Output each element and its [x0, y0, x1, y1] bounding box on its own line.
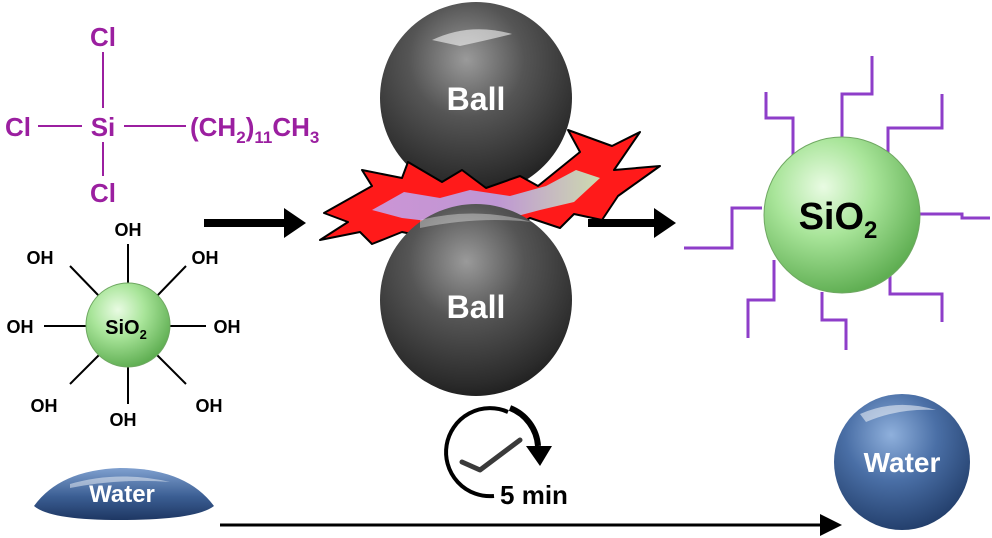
arrow-bottom-head [820, 514, 842, 536]
alkyl-chain: (CH2)11CH3 [190, 112, 319, 147]
chain-5 [920, 212, 990, 220]
sio2-label-large: SiO2 [799, 196, 878, 244]
chain-3 [886, 94, 944, 160]
timer-label: 5 min [500, 480, 568, 510]
chain-sub-3: 3 [310, 128, 319, 147]
check-mark-icon [459, 437, 523, 473]
water-droplet-flat [34, 468, 214, 520]
water-droplet-sphere-shine [860, 404, 936, 422]
chain-7 [820, 292, 848, 350]
clock-arc-arrow [508, 405, 541, 447]
arrow-left-head [284, 208, 306, 238]
ball-bottom-highlight [420, 213, 532, 228]
ball-top [380, 2, 572, 194]
chain-6 [746, 260, 776, 338]
oh-group-top-right: OH [192, 248, 219, 268]
water-droplet-flat-shine [70, 476, 170, 488]
clock-check-icon [444, 406, 509, 499]
oh-group-top: OH [115, 220, 142, 240]
modified-particle: SiO2 [684, 56, 990, 350]
oh-group-bottom-right: OH [196, 396, 223, 416]
oh-group-right: OH [214, 317, 241, 337]
chain-sub-2: 2 [236, 128, 245, 147]
ball-top-label: Ball [447, 81, 506, 117]
ball-top-highlight [432, 29, 512, 46]
sio2-sphere-small [85, 282, 171, 368]
chain-mid: ) [246, 112, 255, 142]
oh-group-bottom-left: OH [31, 396, 58, 416]
oh-group-top-left: OH [27, 248, 54, 268]
water-before-label: Water [89, 481, 155, 508]
silane-structure: Cl Cl Si Cl (CH2)11CH3 [5, 22, 319, 208]
atom-cl-left: Cl [5, 112, 31, 142]
ball-bottom-label: Ball [447, 289, 506, 325]
oh-group-bottom: OH [110, 410, 137, 430]
chain-2 [840, 56, 874, 148]
water-after-label: Water [864, 447, 941, 478]
ball-bottom [380, 204, 572, 396]
process-arrows [204, 208, 842, 536]
clock-arrow-head [526, 446, 552, 466]
chain-sub-11: 11 [254, 128, 272, 147]
sio2-sphere-large [763, 136, 921, 294]
impact-core [372, 170, 600, 222]
sio2-label-small: SiO2 [105, 317, 147, 342]
chain-8 [888, 268, 944, 322]
water-droplet-sphere [834, 394, 970, 530]
atom-cl-top: Cl [90, 22, 116, 52]
arrow-right-head [654, 208, 676, 238]
chain-1 [764, 92, 795, 170]
atom-si: Si [91, 112, 116, 142]
alkyl-chains [684, 56, 990, 350]
oh-group-left: OH [7, 317, 34, 337]
water-before: Water [34, 468, 214, 520]
atom-cl-bottom: Cl [90, 178, 116, 208]
oh-labels: OH OH OH OH OH OH OH OH [7, 220, 241, 430]
ball-mill: Ball Ball [319, 2, 661, 396]
timer: 5 min [444, 405, 568, 510]
water-after: Water [834, 394, 970, 530]
chain-prefix: (CH [190, 112, 236, 142]
hydroxyl-particle: SiO2 OH OH OH OH OH OH OH OH [7, 220, 241, 430]
chain-suffix: CH [272, 112, 310, 142]
chain-4 [684, 206, 762, 250]
oh-bonds [44, 244, 206, 404]
